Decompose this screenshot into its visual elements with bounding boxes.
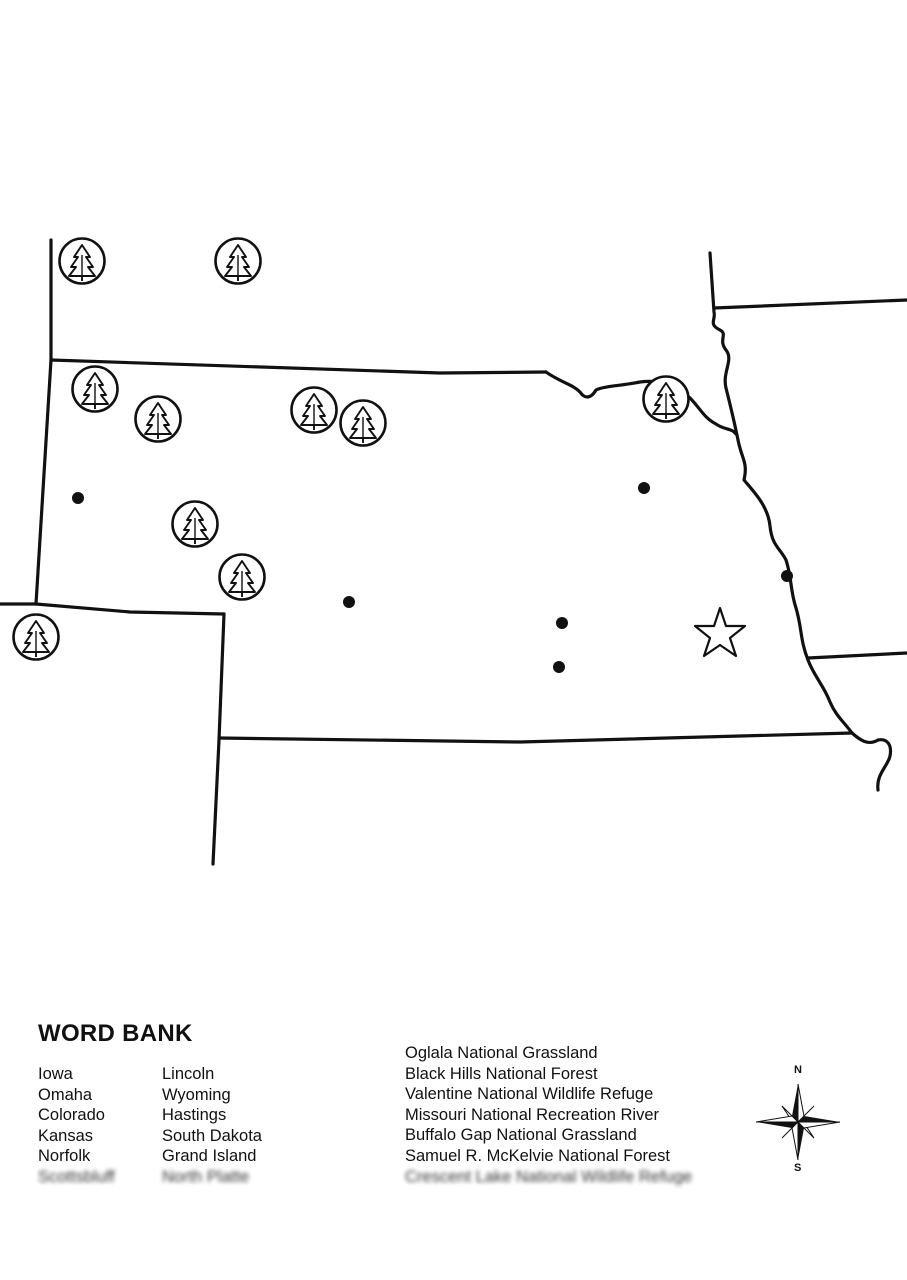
list-item: Lincoln <box>162 1065 215 1083</box>
missouri-river-north <box>544 370 738 436</box>
compass-north-label: N <box>794 1064 802 1076</box>
compass-rose: N S <box>752 1062 844 1176</box>
compass-south-label: S <box>794 1162 802 1174</box>
list-item: North Platte <box>162 1167 250 1186</box>
colorado-east-border <box>211 612 226 866</box>
list-item: Black Hills National Forest <box>405 1064 598 1083</box>
colorado-north-border <box>0 602 226 616</box>
city-dot-grand-island <box>556 617 568 629</box>
list-item: Omaha <box>38 1085 93 1104</box>
tree-icon <box>171 500 219 548</box>
list-item: Scottsbluff <box>38 1167 115 1186</box>
tree-icon <box>339 399 387 447</box>
capital-star-icon <box>693 606 747 658</box>
compass-star-icon <box>755 1083 841 1161</box>
list-item: Wyoming <box>162 1085 231 1104</box>
missouri-north-border <box>806 651 907 660</box>
tree-icon <box>218 553 266 601</box>
tree-icon <box>58 237 106 285</box>
list-item: Valentine National Wildlife Refuge <box>405 1085 654 1104</box>
tree-icon <box>290 386 338 434</box>
list-item: Colorado <box>38 1106 105 1125</box>
list-item: Oglala National Grassland <box>405 1044 598 1062</box>
list-item: Iowa <box>38 1065 73 1083</box>
list-item: Samuel R. McKelvie National Forest <box>405 1146 671 1165</box>
nebraska-south-border <box>217 731 854 744</box>
word-bank-column-3: Oglala National Grassland Black Hills Na… <box>405 1043 692 1187</box>
city-dot-omaha <box>781 570 793 582</box>
word-bank: WORD BANK <box>38 1020 193 1048</box>
nebraska-north-border <box>49 358 548 375</box>
list-item: Buffalo Gap National Grassland <box>405 1126 637 1145</box>
list-item: Missouri National Recreation River <box>405 1105 660 1124</box>
city-dot-hastings <box>553 661 565 673</box>
list-item: Norfolk <box>38 1147 91 1166</box>
tree-icon <box>214 237 262 285</box>
missouri-river-east <box>708 251 893 792</box>
iowa-north-border <box>712 298 907 310</box>
city-dot-norfolk <box>638 482 650 494</box>
word-bank-column-2: Lincoln Wyoming Hastings South Dakota Gr… <box>162 1064 262 1188</box>
list-item: Crescent Lake National Wildlife Refuge <box>405 1167 693 1186</box>
list-item: Grand Island <box>162 1147 257 1166</box>
list-item: South Dakota <box>162 1126 262 1145</box>
city-dot-north-platte <box>343 596 355 608</box>
tree-icon <box>134 395 182 443</box>
tree-icon <box>642 375 690 423</box>
list-item: Hastings <box>162 1106 227 1125</box>
tree-icon <box>12 613 60 661</box>
nebraska-west-border <box>34 358 53 606</box>
list-item: Kansas <box>38 1126 94 1145</box>
bottom-fade <box>0 1184 907 1280</box>
word-bank-title: WORD BANK <box>38 1020 193 1047</box>
city-dot-scottsbluff <box>72 492 84 504</box>
word-bank-column-1: Iowa Omaha Colorado Kansas Norfolk Scott… <box>38 1064 115 1188</box>
tree-icon <box>71 365 119 413</box>
